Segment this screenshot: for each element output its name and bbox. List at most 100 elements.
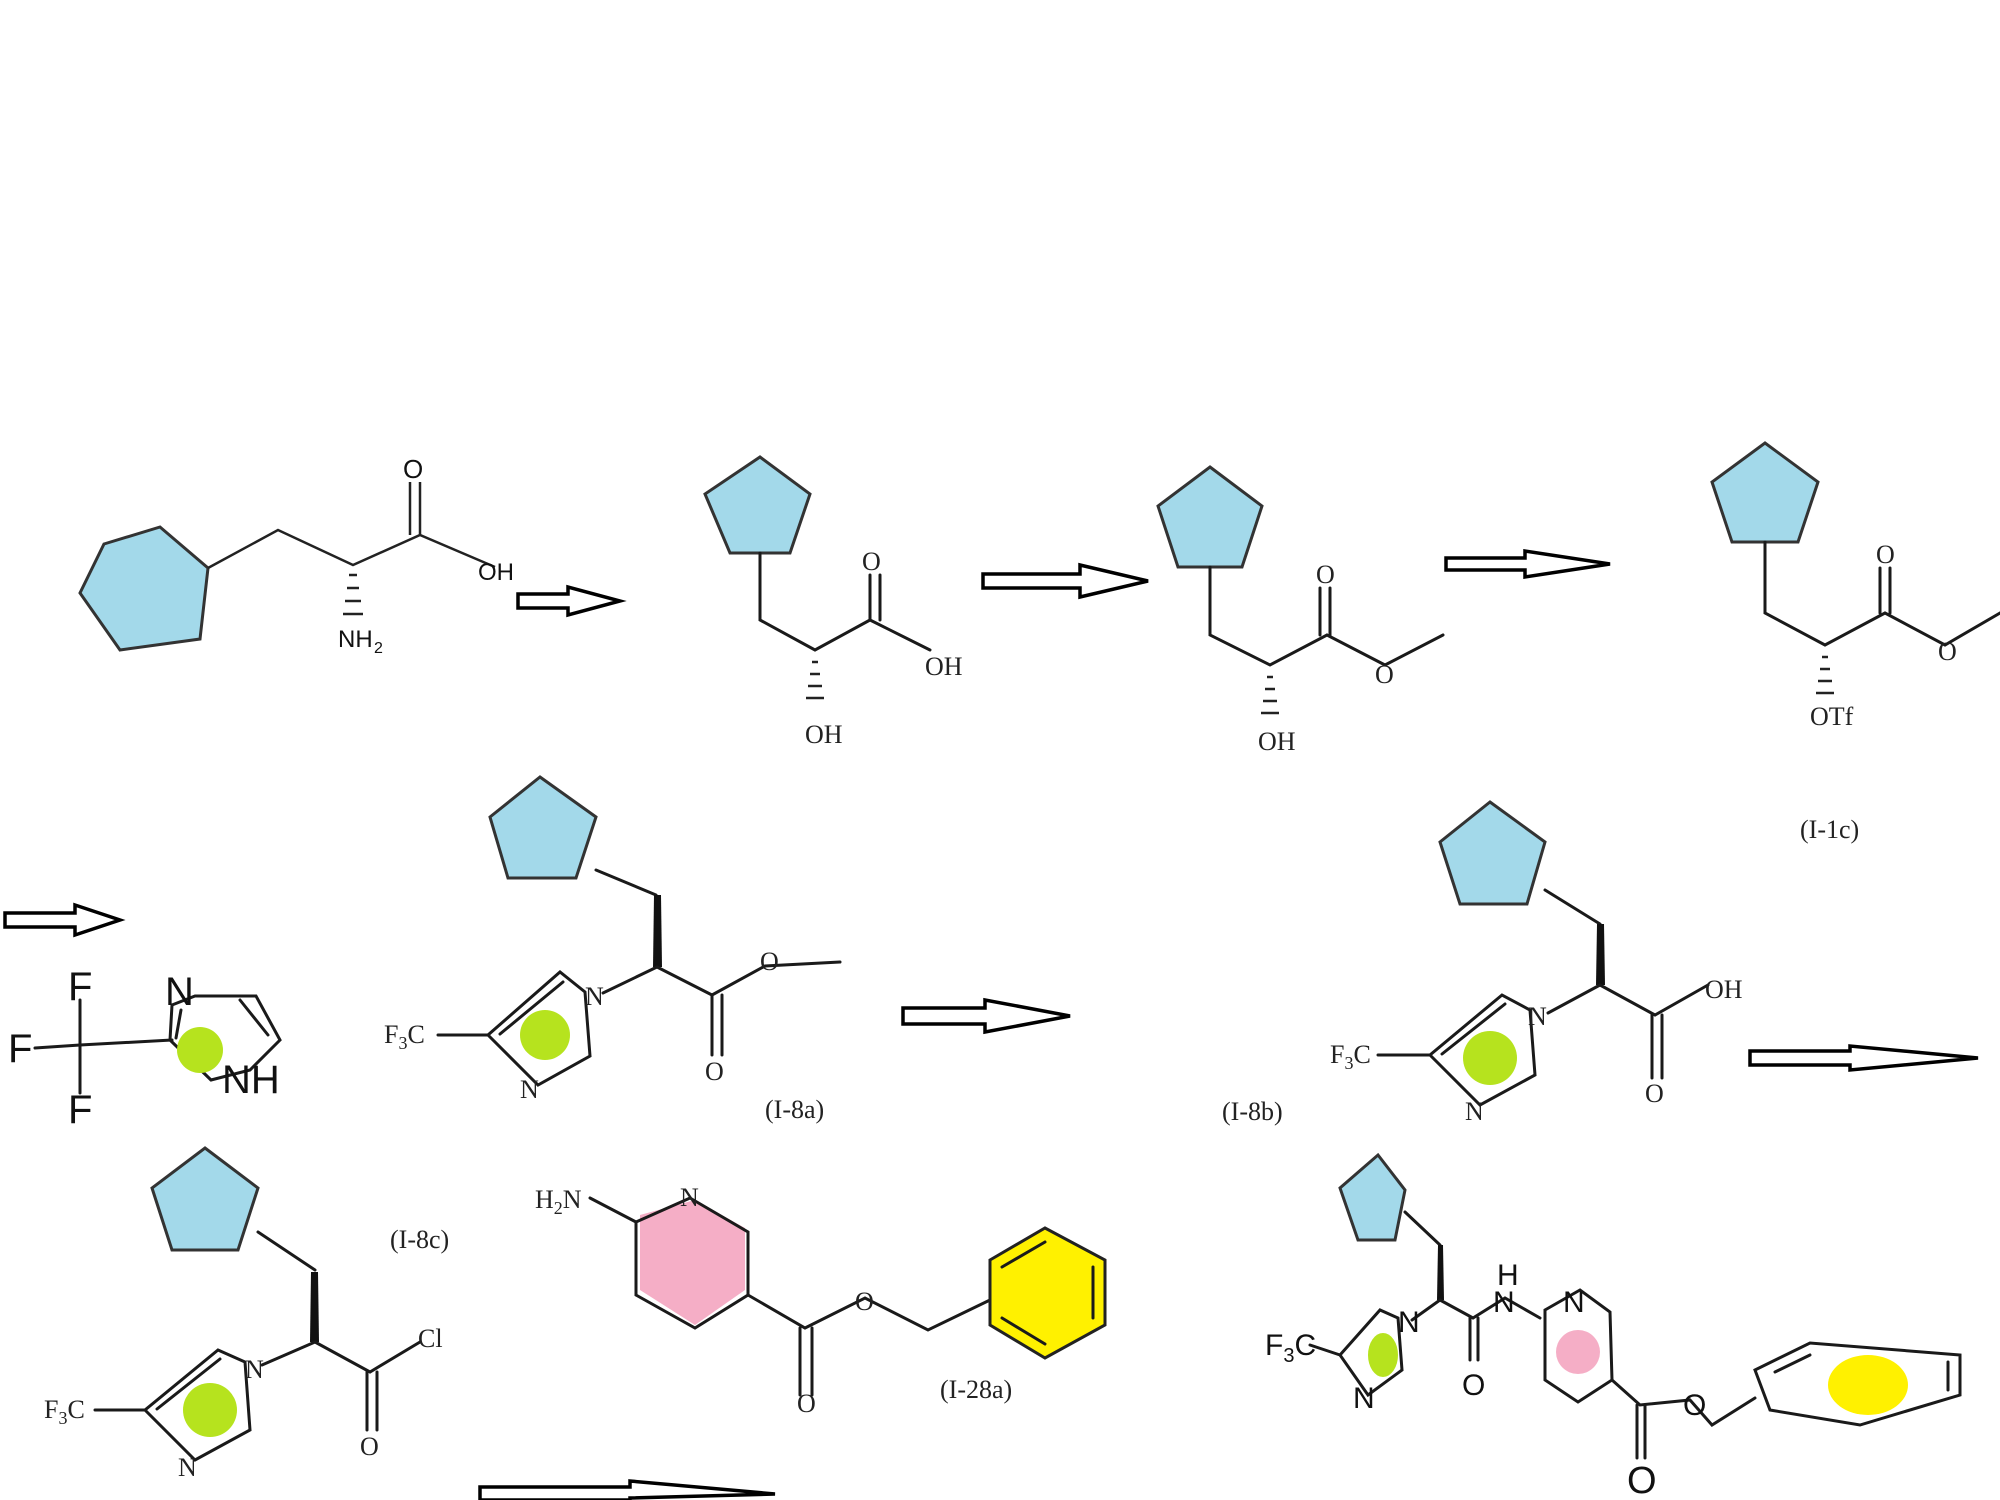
bond — [1000, 1316, 1047, 1346]
hashed-wedge — [343, 573, 363, 616]
trifluoromethyl-label: F3C — [1265, 1329, 1316, 1367]
hashed-wedge — [1261, 675, 1279, 715]
cyclopentyl-ring — [78, 525, 210, 652]
imidazole-ring — [485, 970, 592, 1087]
cyclopentyl-ring — [703, 455, 812, 555]
amine-subscript: 2 — [374, 640, 383, 657]
hashed-wedge — [806, 660, 824, 700]
nitrogen-label: N — [1465, 1097, 1484, 1126]
bond — [1543, 888, 1602, 926]
imidazole-ring-highlight — [1368, 1333, 1398, 1377]
bond — [1403, 1210, 1442, 1247]
solid-wedge — [1437, 1245, 1444, 1300]
nitrogen-label: N — [1398, 1306, 1420, 1339]
hydroxyl-label: OH — [805, 720, 843, 749]
fluorine-label: F — [68, 965, 92, 1009]
reaction-arrow-1 — [516, 584, 627, 618]
oxygen-label: O — [797, 1389, 816, 1418]
oxygen-label: O — [705, 1057, 724, 1086]
benzene-ring-highlight — [1828, 1355, 1908, 1415]
molecule-hydroxy-acid: O OH OH — [703, 455, 963, 749]
nitrogen-label: N — [1528, 1002, 1547, 1031]
bond — [746, 1293, 992, 1332]
molecule-triflate-i1c: O O OTf (I-1c) — [1710, 441, 2000, 844]
solid-wedge — [1596, 924, 1605, 985]
oxygen-label: O — [1876, 540, 1895, 569]
fluorine-label: F — [8, 1027, 32, 1071]
bond — [758, 551, 932, 652]
bond — [170, 994, 282, 1082]
bond — [1763, 540, 2000, 647]
bond — [498, 980, 565, 1036]
oxygen-label: O — [1627, 1460, 1657, 1500]
bond — [1440, 1002, 1507, 1056]
imidazole-ring — [142, 1348, 252, 1462]
benzene-ring — [1753, 1341, 1962, 1427]
hashed-wedge — [1816, 655, 1834, 695]
oxygen-label: O — [1375, 660, 1394, 689]
hydroxyl-label: OH — [925, 652, 963, 681]
solid-wedge — [653, 895, 662, 967]
bond — [78, 1038, 174, 1047]
cyclopentyl-ring — [1438, 800, 1547, 906]
amino-label: H2N — [535, 1185, 582, 1218]
oxygen-label: O — [403, 454, 423, 484]
bond — [33, 1043, 82, 1050]
nh-label: NH — [222, 1058, 280, 1102]
bond — [155, 1357, 222, 1411]
reaction-arrow-2 — [981, 562, 1149, 600]
trifluoromethyl-label: F3C — [384, 1020, 425, 1053]
bond — [260, 1340, 317, 1367]
molecule-amino-acid: O OH NH 2 — [78, 454, 514, 657]
oxygen-label: O — [760, 947, 779, 976]
imidazole-ring — [1338, 1308, 1404, 1398]
oxygen-label: O — [1938, 637, 1957, 666]
triflate-label: OTf — [1810, 702, 1854, 731]
cyclopentyl-ring — [488, 775, 598, 880]
hydrogen-label: H — [1497, 1259, 1519, 1292]
oxygen-label: O — [1462, 1369, 1485, 1402]
oxygen-label: O — [1645, 1079, 1664, 1108]
compound-label-i8c: (I-8c) — [390, 1225, 449, 1254]
bond — [1546, 983, 1602, 1015]
chlorine-label: Cl — [418, 1324, 443, 1353]
reaction-arrow-6 — [1748, 1044, 1979, 1072]
nitrogen-label: N — [585, 982, 604, 1011]
hydroxyl-label: OH — [1705, 975, 1743, 1004]
pyridine-ring-highlight — [640, 1200, 745, 1325]
molecule-i8b: N N F3C OH O (I-8b) — [1222, 800, 1743, 1126]
nitrogen-label: N — [1353, 1382, 1375, 1415]
bond — [594, 868, 658, 897]
molecule-hydroxy-ester: O O OH — [1156, 465, 1445, 756]
imidazole-ring-highlight — [520, 1010, 570, 1060]
oxygen-label: O — [1316, 560, 1335, 589]
nitrogen-label: N — [165, 970, 194, 1014]
nitrogen-label: N — [1563, 1286, 1585, 1319]
reaction-arrow-5 — [901, 997, 1071, 1035]
solid-wedge — [310, 1272, 319, 1342]
nitrogen-label: N — [1493, 1286, 1515, 1319]
cyclopentyl-ring — [1710, 441, 1820, 544]
nitrogen-label: N — [520, 1075, 539, 1104]
molecule-i28a: H2N N O O (I-28a) — [535, 1183, 1107, 1418]
compound-label-i28a: (I-28a) — [940, 1375, 1012, 1404]
imidazole-ring — [1427, 993, 1537, 1107]
molecule-trifluoromethyl-imidazole: F F F N NH — [8, 965, 282, 1132]
compound-label-i8a: (I-8a) — [765, 1095, 824, 1124]
bond — [1410, 1298, 1442, 1322]
bond — [256, 1230, 317, 1272]
oxygen-label: O — [855, 1287, 874, 1316]
molecule-i8c: N N F3C Cl O (I-8c) — [44, 1146, 449, 1482]
bond — [174, 1008, 183, 1040]
cyclopentyl-ring — [1156, 465, 1264, 569]
molecule-final-product: F3C N N H N N O O O — [1265, 1152, 1962, 1500]
oxygen-label: O — [862, 547, 881, 576]
trifluoromethyl-label: F3C — [44, 1395, 85, 1428]
bond — [588, 1196, 638, 1224]
amine-label: NH — [338, 626, 373, 653]
imidazole-ring-highlight — [1463, 1031, 1517, 1085]
bond — [207, 528, 496, 570]
trifluoromethyl-label: F3C — [1330, 1040, 1371, 1073]
imidazole-ring-highlight — [183, 1383, 237, 1437]
